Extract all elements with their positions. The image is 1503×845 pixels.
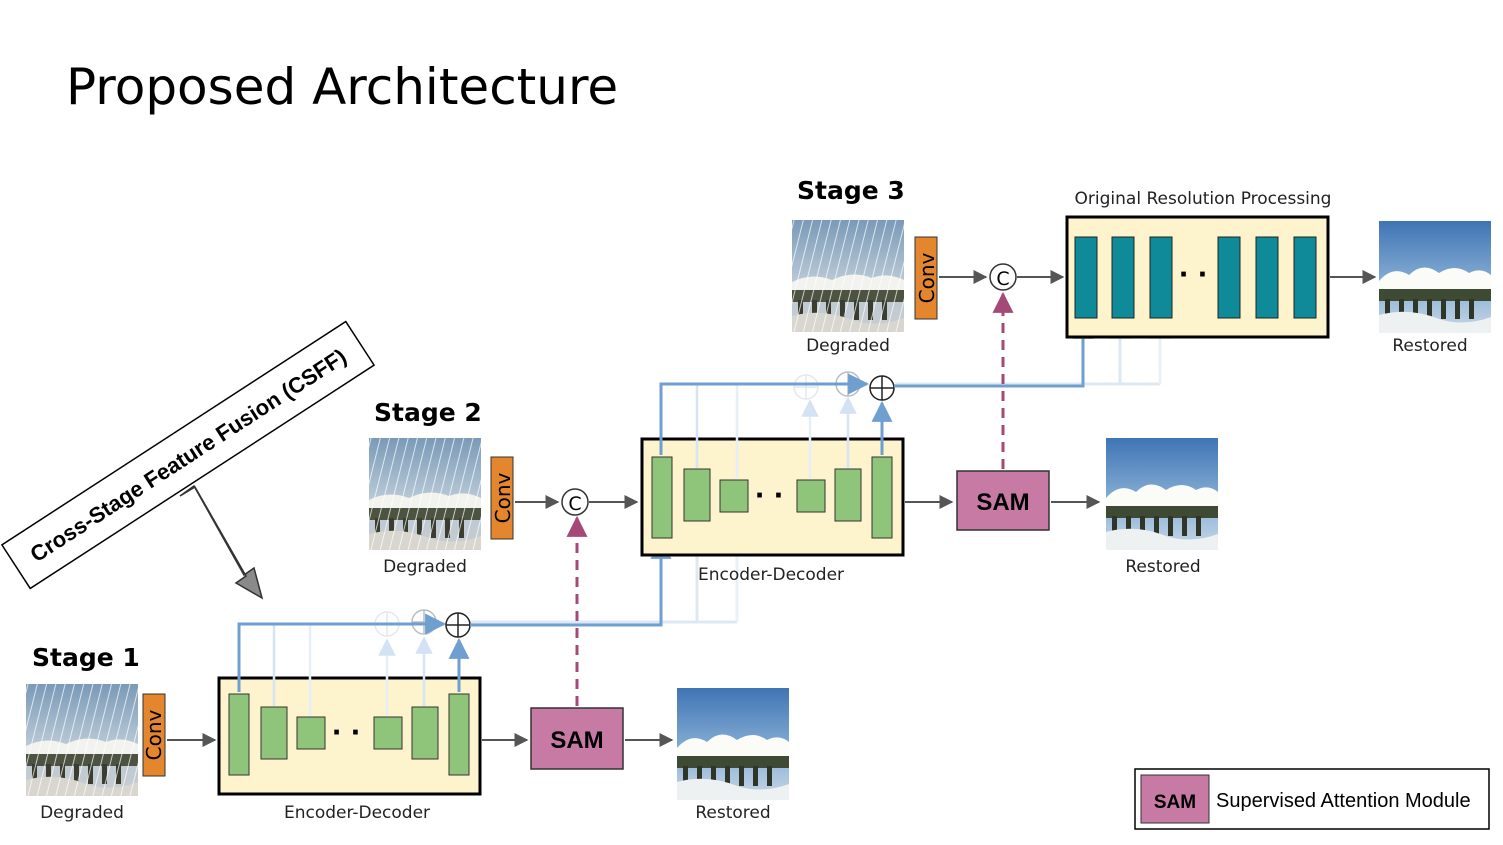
stage-1: Stage 1 Degraded Conv · · Encoder-Decode… [26, 643, 789, 823]
stage-2-conv [490, 456, 514, 540]
stage-1-block-caption: Encoder-Decoder [284, 803, 430, 823]
stage-2-block-2 [683, 468, 711, 522]
fusion-line [659, 373, 870, 455]
stage-3: Stage 3 Degraded Conv C Original Resolut… [792, 176, 1491, 356]
fusion-line [470, 537, 672, 627]
stage-2-conv-label: Conv [491, 472, 515, 523]
stage-3-dots: · · [1179, 260, 1208, 290]
stage-1-block-5 [411, 706, 439, 760]
stage-3-degraded-caption: Degraded [806, 336, 890, 356]
stage-1-conv-label: Conv [142, 709, 166, 760]
stage-2-block-6 [871, 456, 893, 539]
stage-2-sam [956, 470, 1050, 531]
fusion-line [894, 317, 1094, 388]
csff-stage2-to-stage3 [659, 317, 1171, 478]
stage-1-degraded-caption: Degraded [40, 803, 124, 823]
stage-3-orb-3 [1149, 236, 1173, 319]
stage-3-label: Stage 3 [797, 176, 905, 205]
stage-1-block-1 [228, 693, 250, 776]
stage-2-block-1 [651, 456, 673, 539]
stage-2-restored-caption: Restored [1125, 557, 1200, 577]
stage-1-sam-label: SAM [550, 727, 603, 754]
stage-2-block-5 [834, 468, 862, 522]
stage-1-block-3 [296, 716, 326, 750]
stage-1-restored-image [677, 688, 789, 800]
stage-2-sam-label: SAM [976, 489, 1029, 516]
stage-2: Stage 2 Degraded Conv C · · Encoder-Deco… [369, 398, 1218, 585]
stage-3-orb-4 [1217, 236, 1241, 319]
stage-3-orb-5 [1255, 236, 1279, 319]
csff-label: Cross-Stage Feature Fusion (CSFF) [26, 344, 351, 567]
stage-2-concat-icon: C [561, 488, 589, 516]
legend-sam-swatch [1140, 774, 1210, 824]
stage-3-concat-label: C [996, 268, 1009, 290]
fusion-add-icon [869, 375, 895, 401]
stage-2-restored-image [1106, 438, 1218, 550]
csff-label-box [0, 320, 376, 590]
legend-sam-label: SAM [1154, 792, 1196, 813]
stage-3-orb-2 [1111, 236, 1135, 319]
page-title: Proposed Architecture [66, 58, 618, 116]
stage-3-restored-caption: Restored [1392, 336, 1467, 356]
fusion-add-icon [793, 374, 819, 400]
stage-3-degraded-image [792, 220, 904, 332]
stage-2-label: Stage 2 [374, 398, 482, 427]
csff-arrow [179, 484, 264, 600]
stage-1-degraded-image [26, 684, 138, 796]
stage-2-degraded-caption: Degraded [383, 557, 467, 577]
stage-3-block-caption: Original Resolution Processing [1075, 189, 1332, 209]
fusion-add-icon [445, 612, 471, 638]
stage-3-conv-label: Conv [915, 252, 939, 303]
stage-1-sam [530, 707, 624, 770]
stage-3-conv [914, 236, 938, 320]
stage-1-block-6 [448, 693, 470, 776]
stage-3-orb-1 [1074, 236, 1098, 319]
stage-2-concat-label: C [568, 493, 581, 515]
stage-3-concat-icon: C [989, 263, 1017, 291]
stage-1-block-4 [373, 716, 403, 750]
stage-3-orp-panel [1065, 215, 1330, 339]
stage-2-block-caption: Encoder-Decoder [698, 565, 844, 585]
legend: SAM Supervised Attention Module [1134, 768, 1490, 830]
stage-1-restored-caption: Restored [695, 803, 770, 823]
stage-2-block-3 [719, 479, 749, 513]
stage-2-block-4 [796, 479, 826, 513]
stage-1-label: Stage 1 [32, 643, 140, 672]
stage-1-conv [142, 693, 166, 777]
stage-2-dots: · · [755, 481, 784, 511]
legend-description: Supervised Attention Module [1216, 790, 1471, 812]
csff-callout: Cross-Stage Feature Fusion (CSFF) [0, 320, 376, 600]
stage-1-dots: · · [332, 718, 361, 748]
stage-3-restored-image [1379, 221, 1491, 333]
stage-2-degraded-image [369, 438, 481, 550]
fusion-add-icon [411, 609, 437, 635]
fusion-line [237, 613, 447, 692]
stage-1-block-2 [260, 706, 288, 760]
stage-3-orb-6 [1293, 236, 1317, 319]
